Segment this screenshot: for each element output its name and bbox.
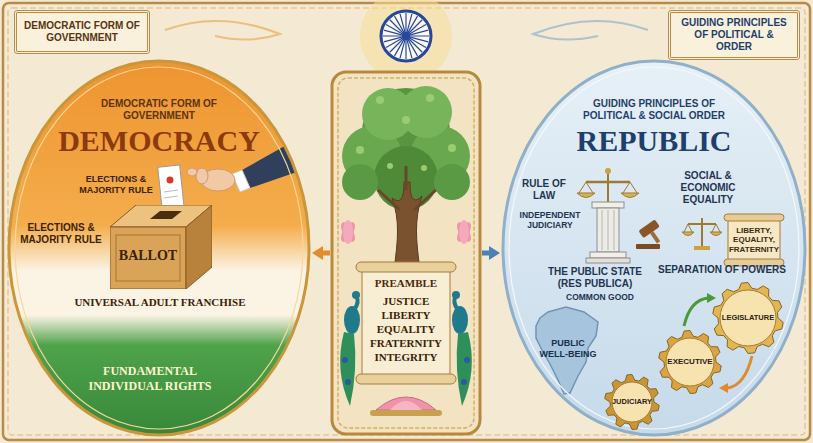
feature-label: INDEPENDENT JUDICIARY [514,210,586,230]
feature-label: PUBLIC WELL-BEING [536,338,600,360]
feature-label: RULE OF LAW [514,178,574,202]
ballot-box-shape [110,205,212,289]
flow-arrow [312,246,330,260]
corner-panel: DEMOCRATIC FORM OF GOVERNMENT [14,10,150,54]
arrow-head [489,246,500,260]
feature-label: UNIVERSAL ADULT FRANCHISE [50,296,270,309]
box-label: BALLOT [110,247,186,264]
gear-hub [720,290,776,346]
preamble-tree-panel [330,70,482,436]
panel-text: GUIDING PRINCIPLES OF POLITICAL & ORDER [677,17,791,53]
gear-label: LEGISLATURE [719,313,777,323]
gear-label: EXECUTIVE [665,357,715,367]
gear-teeth [713,283,783,354]
feature-label: SOCIAL & ECONOMIC EQUALITY [668,170,748,206]
corner-panel: GUIDING PRINCIPLES OF POLITICAL & ORDER [668,10,800,60]
gear: EXECUTIVE [658,330,722,394]
value-list: JUSTICE LIBERTY EQUALITY FRATERNITY INTE… [366,294,446,364]
circle-heading: REPUBLIC [534,124,774,158]
gear: LEGISLATURE [712,282,784,354]
feature-label: ELECTIONS & MAJORITY RULE [14,222,108,246]
gear-teeth [605,375,660,430]
scroll-heading: PREAMBLE [364,276,448,290]
feature-label: ELECTIONS & MAJORITY RULE [74,174,158,196]
feature-label: THE PUBLIC STATE (RES PUBLICA) [535,266,655,290]
gear-hub [612,382,652,422]
circle-heading: DEMOCRACY [39,124,279,158]
arc-caption: GUIDING PRINCIPLES OF POLITICAL & SOCIAL… [569,98,739,122]
ballot-box: BALLOT [110,205,212,289]
feature-label: FUNDAMENTAL INDIVIDUAL RIGHTS [70,364,230,394]
feature-label: SEPARATION OF POWERS [652,264,792,276]
gear: JUDICIARY [604,374,660,430]
gear-teeth [659,331,722,394]
flow-arrow [482,246,500,260]
republic-circle: GUIDING PRINCIPLES OF POLITICAL & SOCIAL… [500,58,808,438]
arrow-head [312,246,323,260]
gear-label: JUDICIARY [611,397,653,407]
scroll-text: LIBERTY, EQUALITY, FRATERNITY [727,226,781,255]
gear-hub [666,338,714,386]
preamble-panel: PREAMBLE JUSTICE LIBERTY EQUALITY FRATERN… [330,70,482,436]
arc-caption: DEMOCRATIC FORM OF GOVERNMENT [74,98,244,122]
feature-label: COMMON GOOD [560,292,640,302]
values-scroll: LIBERTY, EQUALITY, FRATERNITY [722,212,786,268]
panel-text: DEMOCRATIC FORM OF GOVERNMENT [23,20,141,44]
